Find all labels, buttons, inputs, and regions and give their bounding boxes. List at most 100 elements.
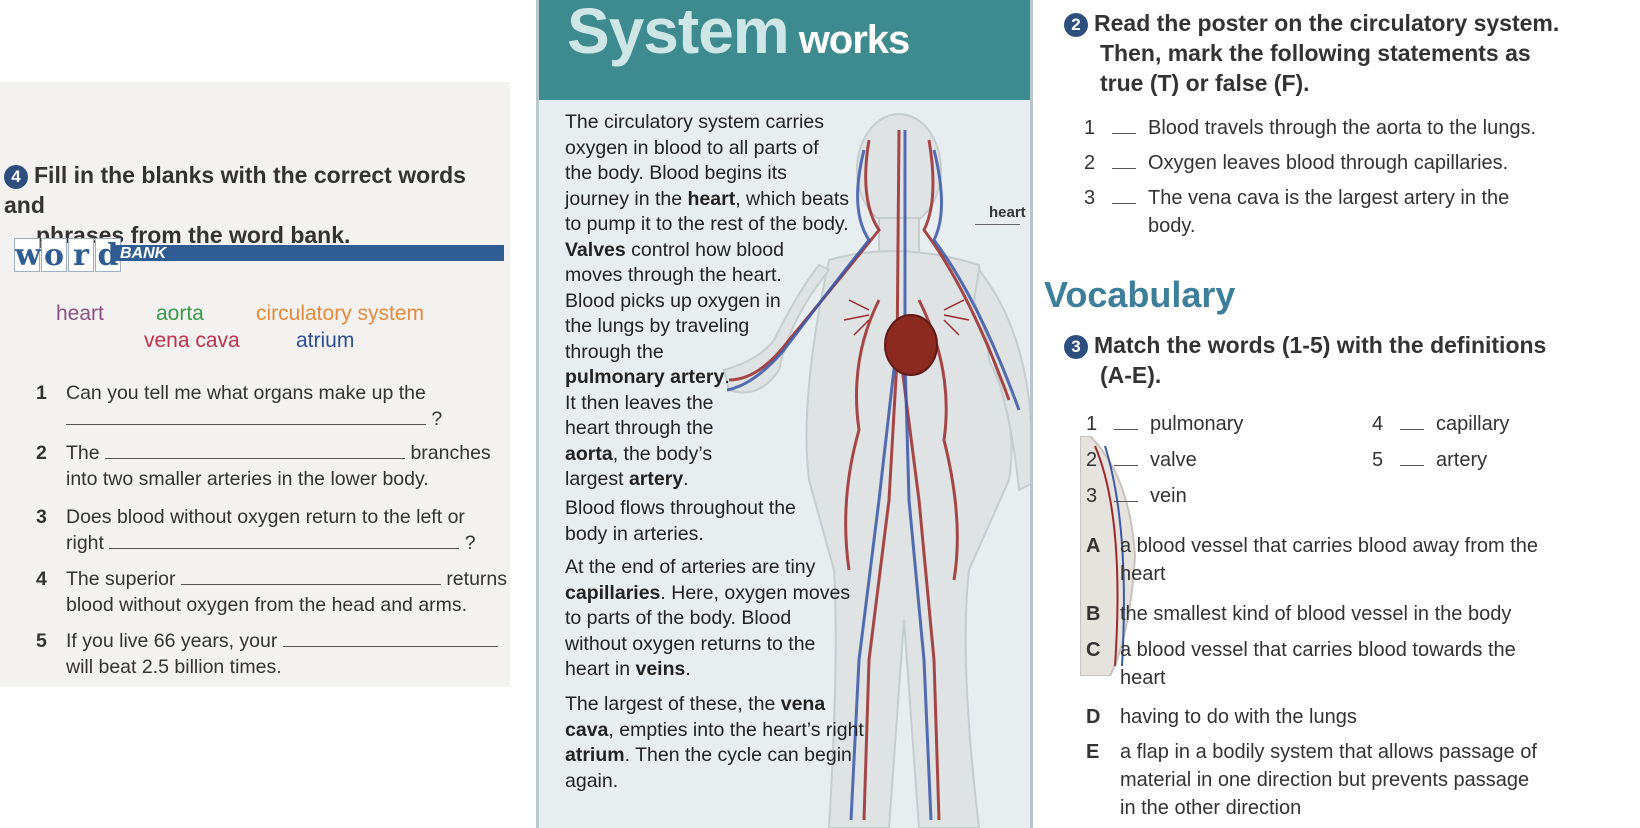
text-left-word_bank_letters-1: o <box>41 238 67 273</box>
text-line: moves through the heart. <box>565 263 865 289</box>
text-left-questions-3-line1_start: The superior <box>66 568 176 590</box>
text-poster-p1-1-t: oxygen in blood to all parts of <box>565 136 819 159</box>
text-right-ex2_title-2: true (T) or false (F). <box>1100 70 1310 96</box>
text-right-definitions-1-lines-0: the smallest kind of blood vessel in the… <box>1120 603 1512 625</box>
text-line: largest artery. <box>565 467 865 493</box>
text-left-questions-4-line2: will beat 2.5 billion times. <box>66 656 282 678</box>
text-line: heart through the <box>565 416 865 442</box>
match-blank-2[interactable] <box>1114 451 1138 466</box>
poster-header <box>539 0 1030 100</box>
text-line: 4 The superior returns <box>36 566 508 592</box>
answer-blank-3[interactable] <box>109 534 460 549</box>
text-poster-p1-2-t: the body. Blood begins its <box>565 162 787 184</box>
text-right-definitions-4-lines-0: a flap in a bodily system that allows pa… <box>1120 741 1537 763</box>
text-poster-p1-10-b: pulmonary artery <box>565 366 725 388</box>
text-right-ex2_title-1: Then, mark the following statements as <box>1100 40 1531 66</box>
heart-callout-line <box>975 224 1020 225</box>
text-right-words-2-num: 3 <box>1086 485 1098 507</box>
answer-blank-2[interactable] <box>105 444 406 459</box>
text-poster-p1-13-b: aorta <box>565 442 613 465</box>
bank-word-vena-cava: vena cava <box>144 329 240 352</box>
text-right-statements-1-num: 2 <box>1084 152 1096 174</box>
text-right-words-4-text: artery <box>1436 449 1488 471</box>
match-blank-3[interactable] <box>1114 487 1138 502</box>
poster-paragraph-2: Blood flows throughout the body in arter… <box>565 496 865 547</box>
text-poster-p1-3-t: journey in the <box>565 187 688 210</box>
text-left-exercise_title_line1: Fill in the blanks with the correct word… <box>4 162 466 218</box>
text-right-statements-2-text2: body. <box>1148 215 1196 237</box>
text-right-statements-0-text: Blood travels through the aorta to the l… <box>1148 117 1537 139</box>
text-line: It then leaves the <box>565 391 865 417</box>
text-poster-p1-3-e: , which beats <box>735 187 849 210</box>
text-left-questions-3-line1_end: returns <box>446 568 508 590</box>
text-right-definitions-4-lines-2: in the other direction <box>1120 797 1302 819</box>
text-left-questions-1-line2: into two smaller arteries in the lower b… <box>66 468 429 490</box>
text-right-ex3_title-1: (A-E). <box>1100 362 1162 388</box>
text-left-word_bank_label: BANK <box>120 245 167 262</box>
text-line: right ? <box>36 530 506 556</box>
tf-answer-blank-3[interactable] <box>1112 189 1136 204</box>
text-poster-p1-14-b: artery <box>628 468 684 490</box>
match-blank-5[interactable] <box>1400 451 1424 466</box>
text-right-definitions-4-lines-1: material in one direction but prevents p… <box>1120 769 1530 791</box>
text-line: aorta, the body’s <box>565 442 865 468</box>
bank-word-atrium: atrium <box>296 329 355 352</box>
text-right-words-4-num: 5 <box>1372 449 1384 471</box>
text-poster-p3-2-t: to parts of the body. Blood <box>565 607 792 629</box>
text-right-ex3_title-0: Match the words (1-5) with the definitio… <box>1094 332 1547 358</box>
arm-illustration-fragment <box>1080 436 1137 676</box>
tf-answer-blank-2[interactable] <box>1112 154 1136 169</box>
text-poster-p4-2-b: atrium <box>565 744 625 766</box>
text-left-questions-2-line1: Does blood without oxygen return to the … <box>66 506 465 528</box>
answer-blank-4[interactable] <box>180 570 441 585</box>
text-poster-p1-14-e: . <box>683 468 689 490</box>
text-right-definitions-2-lines-1: heart <box>1120 667 1166 689</box>
text-poster-p1-3-b: heart <box>687 187 736 210</box>
vocabulary-heading: Vocabulary <box>1044 274 1236 315</box>
exercise-number-badge: 4 <box>4 164 28 189</box>
text-poster-p1-13-e: , the body’s <box>612 442 713 465</box>
text-poster-p1-14-t: largest <box>565 468 629 490</box>
text-line: At the end of arteries are tiny <box>565 555 865 581</box>
text-line: heart in veins. <box>565 657 865 683</box>
tf-answer-blank-1[interactable] <box>1112 119 1136 134</box>
text-poster-p3-0-t: At the end of arteries are tiny <box>565 556 816 578</box>
text-poster-p2-1-t: body in arteries. <box>565 522 704 545</box>
text-right-words-3-text: capillary <box>1436 413 1510 435</box>
text-poster-p1-12-t: heart through the <box>565 417 714 439</box>
text-right-words-1-num: 2 <box>1086 449 1098 471</box>
text-poster-p1-10-e: . <box>724 366 730 388</box>
answer-blank-1[interactable] <box>66 410 426 425</box>
text-left-questions-2-line2_end: ? <box>464 532 476 554</box>
text-poster-p4-3-t: again. <box>565 769 619 792</box>
text-right-words-3-num: 4 <box>1372 413 1384 435</box>
answer-blank-5[interactable] <box>282 632 498 647</box>
text-poster-p3-4-b: veins <box>635 658 686 680</box>
text-line: body in arteries. <box>565 522 865 548</box>
text-right-definitions-3-lines-0: having to do with the lungs <box>1120 706 1357 728</box>
match-blank-1[interactable] <box>1114 415 1138 430</box>
text-left-questions-1-line1_end: branches <box>410 442 491 464</box>
text-left-questions-3-num: 4 <box>36 568 47 590</box>
text-poster-p1-11-t: It then leaves the <box>565 391 714 414</box>
text-poster-p1-9-t: through the <box>565 340 664 363</box>
text-right-definitions-0-lines-1: heart <box>1120 563 1166 585</box>
text-line: Valves control how blood <box>565 238 865 264</box>
text-line: atrium. Then the cycle can begin <box>565 743 865 769</box>
text-left-questions-2-line2_start: right <box>66 532 104 554</box>
heart-callout-label: heart <box>989 204 1026 221</box>
text-right-definitions-0-letter: A <box>1086 535 1101 557</box>
left-panel-background <box>0 82 510 687</box>
match-blank-4[interactable] <box>1400 415 1424 430</box>
